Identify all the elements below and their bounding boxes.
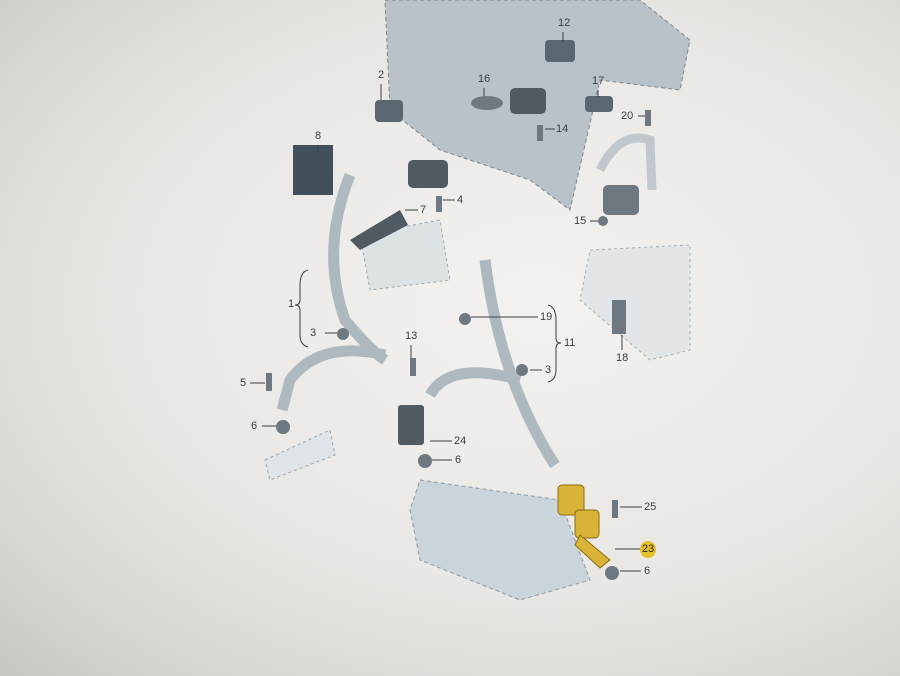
label-6c: 6 bbox=[644, 565, 651, 577]
part-23-buckle-highlighted bbox=[557, 484, 611, 569]
part-retractor-right bbox=[603, 185, 639, 215]
bracket-11 bbox=[547, 304, 562, 383]
part-8-bracket bbox=[293, 145, 333, 195]
part-17 bbox=[585, 96, 613, 112]
nut-19 bbox=[459, 313, 471, 325]
label-7: 7 bbox=[420, 204, 427, 216]
part-7 bbox=[350, 210, 408, 250]
label-16: 16 bbox=[478, 73, 491, 85]
label-12: 12 bbox=[558, 17, 571, 29]
seat-frame-right bbox=[579, 244, 691, 361]
label-13: 13 bbox=[405, 330, 418, 342]
nut-15 bbox=[598, 216, 608, 226]
label-6b: 6 bbox=[455, 454, 462, 466]
part-retractor-left bbox=[408, 160, 448, 188]
bolt-5 bbox=[266, 373, 272, 391]
bolt-20 bbox=[645, 110, 651, 126]
bracket-1 bbox=[294, 269, 309, 348]
belt-right bbox=[595, 133, 657, 191]
label-19: 19 bbox=[540, 311, 553, 323]
label-11: 11 bbox=[564, 337, 576, 349]
label-3a: 3 bbox=[310, 327, 317, 339]
belt-center bbox=[425, 259, 560, 468]
bolt-14 bbox=[537, 125, 543, 141]
part-18 bbox=[612, 300, 626, 334]
part-16 bbox=[471, 96, 503, 110]
washer-6a bbox=[276, 420, 290, 434]
label-17: 17 bbox=[592, 75, 605, 87]
label-1: 1 bbox=[288, 298, 295, 310]
bolt-4 bbox=[436, 196, 442, 212]
nut-3b bbox=[516, 364, 528, 376]
nut-3a bbox=[337, 328, 349, 340]
washer-6b bbox=[418, 454, 432, 468]
label-25: 25 bbox=[644, 501, 657, 513]
label-2: 2 bbox=[378, 69, 385, 81]
label-4: 4 bbox=[457, 194, 464, 206]
label-20: 20 bbox=[621, 110, 634, 122]
label-15: 15 bbox=[574, 215, 587, 227]
belt-left bbox=[276, 172, 389, 412]
washer-6c bbox=[605, 566, 619, 580]
label-5: 5 bbox=[240, 377, 247, 389]
bolt-25 bbox=[612, 500, 618, 518]
label-8: 8 bbox=[315, 130, 322, 142]
part-retractor-top bbox=[510, 88, 546, 114]
part-24-buckle bbox=[398, 405, 424, 445]
label-23-highlighted[interactable]: 23 bbox=[640, 541, 657, 558]
label-14: 14 bbox=[556, 123, 569, 135]
label-24: 24 bbox=[454, 435, 467, 447]
label-18: 18 bbox=[616, 352, 629, 364]
bolt-13 bbox=[410, 358, 416, 376]
label-3b: 3 bbox=[545, 364, 552, 376]
label-6a: 6 bbox=[251, 420, 258, 432]
floor-bracket-left bbox=[264, 429, 336, 481]
part-12-cover bbox=[545, 40, 575, 62]
part-2-cover bbox=[375, 100, 403, 122]
